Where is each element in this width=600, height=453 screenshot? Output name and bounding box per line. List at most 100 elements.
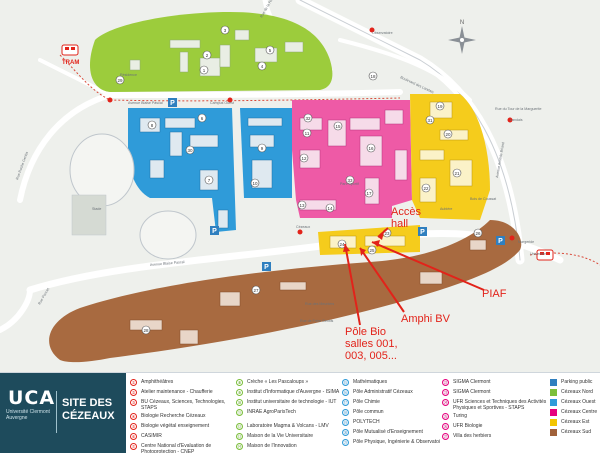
legend-label: CASIMIR	[141, 433, 162, 439]
building-marker	[147, 120, 157, 130]
building-marker	[366, 143, 376, 153]
building-marker	[443, 129, 453, 139]
legend-swatch	[550, 419, 557, 426]
building-marker	[202, 50, 212, 60]
building-number: 32	[305, 116, 311, 121]
building-marker	[367, 245, 377, 255]
legend-item: ⑳ Pôle Mutualisé d'Enseignement	[342, 429, 440, 439]
building-number: 12	[301, 156, 307, 161]
legend-label: Cézeaux Ouest	[561, 399, 596, 405]
building-marker	[197, 113, 207, 123]
annotation-piaf: PIAF	[482, 288, 507, 300]
legend-swatch	[550, 429, 557, 436]
legend-number: ⑥	[130, 433, 137, 440]
street-label: Stade	[92, 207, 101, 211]
legend-swatch	[550, 409, 557, 416]
legend-label: Cézeaux Nord	[561, 389, 593, 395]
building-marker	[421, 183, 431, 193]
street-label: Université	[530, 252, 546, 256]
legend-item: Cézeaux Ouest	[550, 399, 600, 409]
building-number: 11	[305, 131, 310, 136]
legend-number: ⑱	[342, 409, 349, 416]
parking-label: P	[264, 264, 269, 271]
legend-label: Biologie Recherche Cézeaux	[141, 413, 206, 419]
legend-number: ⑫	[236, 423, 243, 430]
legend-number: ①	[130, 379, 137, 386]
building-number: 23	[384, 231, 390, 236]
legend-label: Pôle Chimie	[353, 399, 380, 405]
building-number: 28	[143, 328, 149, 333]
street-label: Aubière	[440, 207, 452, 211]
legend-item: Cézeaux Nord	[550, 389, 600, 399]
building-number: 4	[261, 64, 264, 69]
brand-block: UCA Université Clermont Auvergne SITE DE…	[0, 373, 126, 453]
legend-label: Pôle Physique, Ingénierie & Observatoire…	[353, 439, 440, 445]
legend-number: ⑤	[130, 423, 137, 430]
legend-number: ⑳	[342, 429, 349, 436]
street-label: Rue des Meuniers	[305, 302, 334, 306]
street-label: Rue du Tour de la Marguerite	[495, 107, 541, 111]
building-number: 21	[454, 171, 460, 176]
building-marker	[204, 175, 214, 185]
legend-label: Institut d'Informatique d'Auvergne - ISI…	[247, 389, 340, 395]
uca-logo: UCA	[8, 387, 56, 409]
legend-label: Institut universitaire de technologie - …	[247, 399, 337, 405]
arrow-heads	[343, 232, 384, 256]
building-marker	[141, 325, 151, 335]
legend-number: ㉕	[442, 413, 449, 420]
building-number: 27	[253, 288, 259, 293]
building-number: 6	[201, 116, 204, 121]
legend-label: Pôle Mutualisé d'Enseignement	[353, 429, 423, 435]
building-number: 33	[347, 178, 353, 183]
street-label: Observatoire	[372, 31, 393, 35]
building-number: 3	[224, 28, 227, 33]
building-marker	[250, 178, 260, 188]
legend-item: ⑰ Pôle Chimie	[342, 399, 440, 409]
tram-icon	[536, 249, 554, 261]
building-marker	[257, 143, 267, 153]
building-markers: 1234567891011121314151617181920212223242…	[115, 25, 483, 335]
street-label: Avenue Aristide Briand	[495, 142, 505, 178]
building-number: 29	[117, 78, 123, 83]
building-marker	[452, 168, 462, 178]
legend-label: Centre National d'Évaluation de Photopro…	[141, 443, 212, 453]
building-number: 14	[327, 206, 333, 211]
legend-number: ⑩	[236, 399, 243, 406]
building-number: 9	[261, 146, 264, 151]
building-number: 17	[366, 191, 372, 196]
building-marker	[302, 128, 312, 138]
building-marker	[303, 113, 313, 123]
street-label: Cézeaux	[296, 225, 310, 229]
legend-number: ⑰	[342, 399, 349, 406]
building-number: 19	[437, 104, 443, 109]
legend-item: Cézeaux Centre	[550, 409, 600, 419]
legend-label: BU Cézeaux, Sciences, Technologies, STAP…	[141, 399, 226, 411]
legend-swatch	[550, 399, 557, 406]
building-number: 30	[187, 148, 193, 153]
legend-label: SIGMA Clermont	[453, 379, 491, 385]
legend-number: ㉔	[442, 399, 449, 406]
tram-icon: TRAM	[61, 44, 79, 66]
building-number: 7	[208, 178, 211, 183]
building-number: 24	[339, 242, 345, 247]
legend-label: POLYTECH	[353, 419, 380, 425]
legend-label: Pôle commun	[353, 409, 384, 415]
zone-nord	[89, 12, 333, 92]
annotation-acces-hall: Accès hall	[391, 206, 421, 230]
building-marker	[220, 25, 230, 35]
building-marker	[185, 145, 195, 155]
